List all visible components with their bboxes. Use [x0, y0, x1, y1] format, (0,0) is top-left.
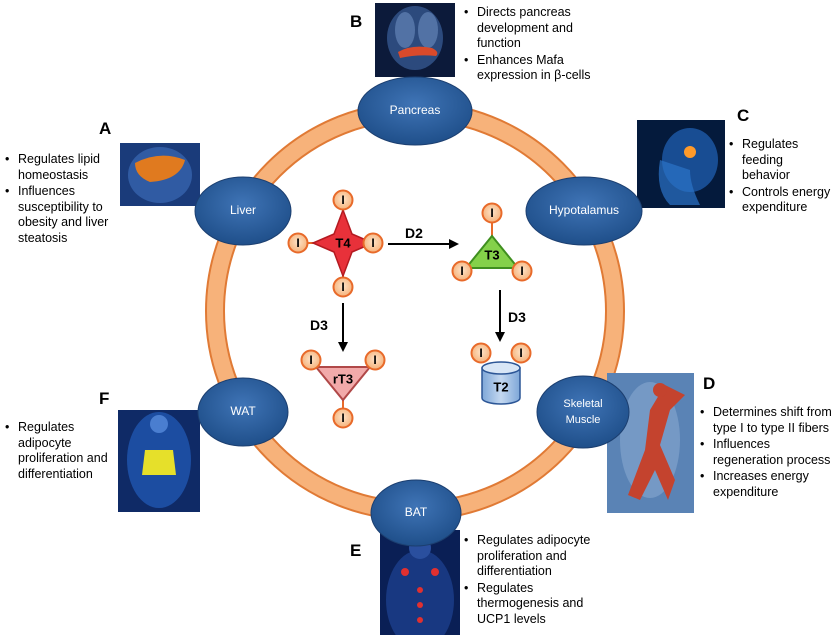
panel-letter-e: E — [350, 541, 361, 560]
d2-label: D2 — [405, 225, 423, 241]
wat-label: WAT — [230, 404, 256, 418]
skeletal-muscle-label-line2: Muscle — [566, 414, 601, 426]
svg-text:I: I — [309, 353, 312, 367]
panel-d-bullet: Influences regeneration process — [698, 437, 833, 468]
t3-iodine-left: I — [451, 260, 473, 282]
panel-letter-d: D — [703, 374, 715, 393]
svg-text:I: I — [520, 264, 523, 278]
panel-d-bullet: Determines shift from type I to type II … — [698, 405, 833, 436]
panel-e-bullet: Regulates adipocyte proliferation and di… — [462, 533, 612, 580]
bat-label: BAT — [405, 505, 428, 519]
liver-label: Liver — [230, 203, 256, 217]
svg-text:I: I — [479, 346, 482, 360]
panel-letter-b: B — [350, 12, 362, 31]
svg-text:I: I — [341, 280, 344, 294]
panel-letter-f: F — [99, 389, 109, 408]
wat-image — [118, 410, 200, 512]
panel-e-bullet: Regulates thermogenesis and UCP1 levels — [462, 581, 612, 628]
t4-iodine-top: I — [332, 189, 354, 211]
panel-c-bullet: Regulates feeding behavior — [727, 137, 832, 184]
panel-a-bullets: Regulates lipid homeostasis Influences s… — [3, 152, 118, 247]
rt3-iodine-right: I — [364, 349, 386, 371]
rt3-iodine-left: I — [300, 349, 322, 371]
t2-label: T2 — [493, 379, 508, 394]
liver-image — [120, 143, 200, 206]
panel-e-bullets: Regulates adipocyte proliferation and di… — [462, 533, 612, 628]
svg-text:I: I — [341, 193, 344, 207]
svg-text:I: I — [519, 346, 522, 360]
svg-text:I: I — [460, 264, 463, 278]
t3-iodine-right: I — [511, 260, 533, 282]
hypothalamus-image — [637, 120, 725, 208]
panel-letter-a: A — [99, 119, 111, 138]
t3-label: T3 — [484, 247, 499, 262]
wat-node: WAT — [197, 377, 289, 447]
pancreas-label: Pancreas — [390, 103, 441, 117]
t4-iodine-left: I — [287, 232, 309, 254]
panel-a-bullet: Influences susceptibility to obesity and… — [3, 184, 118, 246]
hypothalamus-label: Hypotalamus — [549, 203, 619, 217]
skeletal-muscle-label-line1: Skeletal — [563, 398, 602, 410]
panel-c-bullet: Controls energy expenditure — [727, 185, 832, 216]
svg-text:I: I — [371, 236, 374, 250]
pancreas-node: Pancreas — [357, 76, 473, 146]
t2-iodine-right: I — [510, 342, 532, 364]
bat-node: BAT — [370, 479, 462, 547]
panel-f-bullet: Regulates adipocyte proliferation and di… — [3, 420, 118, 482]
svg-text:I: I — [490, 206, 493, 220]
panel-b-bullet: Enhances Mafa expression in β-cells — [462, 53, 607, 84]
t4-label: T4 — [335, 235, 351, 250]
panel-b-bullets: Directs pancreas development and functio… — [462, 5, 607, 85]
rt3-molecule: rT3 I I I — [300, 349, 386, 429]
svg-text:I: I — [373, 353, 376, 367]
panel-c-bullets: Regulates feeding behavior Controls ener… — [727, 137, 832, 217]
d3-conversion-t3: D3 — [495, 290, 526, 342]
t3-molecule: T3 I I I — [451, 202, 533, 282]
panel-d-bullet: Increases energy expenditure — [698, 469, 833, 500]
t2-iodine-left: I — [470, 342, 492, 364]
d3-conversion-t4: D3 — [310, 303, 348, 352]
organ-ring-fill — [207, 103, 623, 519]
bat-image — [380, 530, 460, 635]
hypothalamus-node: Hypotalamus — [525, 176, 643, 246]
d3-label-t3: D3 — [508, 309, 526, 325]
liver-node: Liver — [194, 176, 292, 246]
panel-letter-c: C — [737, 106, 749, 125]
panel-b-bullet: Directs pancreas development and functio… — [462, 5, 607, 52]
t4-iodine-bottom: I — [332, 276, 354, 298]
svg-text:I: I — [341, 411, 344, 425]
d2-conversion: D2 — [388, 225, 459, 249]
t4-molecule: T4 I I I I — [287, 189, 384, 298]
panel-f-bullets: Regulates adipocyte proliferation and di… — [3, 420, 118, 483]
t3-iodine-top: I — [481, 202, 503, 224]
panel-a-bullet: Regulates lipid homeostasis — [3, 152, 118, 183]
rt3-iodine-bottom: I — [332, 407, 354, 429]
rt3-label: rT3 — [333, 371, 353, 386]
t2-molecule: T2 I I — [470, 342, 532, 405]
d3-label-t4: D3 — [310, 317, 328, 333]
svg-text:I: I — [296, 236, 299, 250]
t4-iodine-right: I — [362, 232, 384, 254]
skeletal-muscle-node: Skeletal Muscle — [536, 375, 630, 449]
pancreas-image — [375, 3, 455, 77]
panel-d-bullets: Determines shift from type I to type II … — [698, 405, 833, 501]
